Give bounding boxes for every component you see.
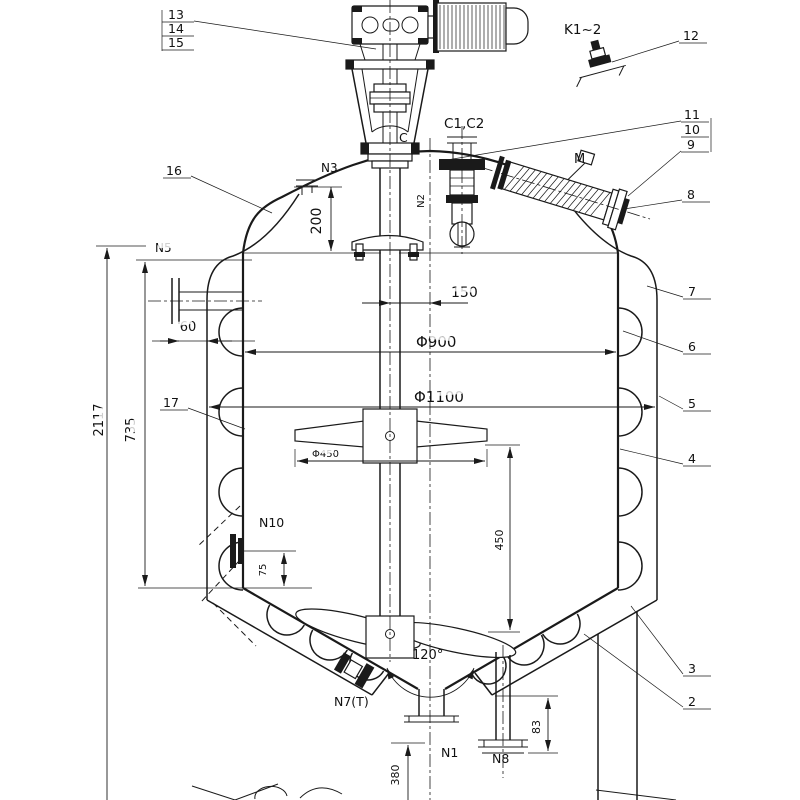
dim-200: 200 (309, 208, 325, 235)
dim-phi450: Φ450 (312, 449, 339, 460)
callout-4: 4 (688, 451, 696, 466)
label-nozzle-n2: N2 (416, 194, 427, 208)
label-nozzle-c1c2: C1,C2 (444, 116, 484, 132)
callout-14: 14 (168, 21, 184, 36)
callout-17: 17 (163, 395, 179, 410)
nozzle-n3 (296, 179, 318, 195)
callout-16: 16 (166, 163, 182, 178)
dim-75: 75 (258, 564, 269, 577)
callout-9: 9 (687, 137, 695, 152)
jacket-shell (206, 193, 658, 696)
dimensions (96, 186, 655, 800)
dim-150: 150 (451, 285, 478, 301)
label-nozzle-n8: N8 (492, 751, 509, 766)
callout-13: 13 (168, 7, 184, 22)
half-coil-right (617, 307, 643, 591)
valve-k1-2 (576, 39, 626, 88)
bottom-impeller (295, 608, 517, 659)
support-leg (595, 612, 677, 800)
top-impeller (294, 408, 488, 464)
motor (427, 0, 529, 53)
dim-83: 83 (530, 720, 543, 734)
partial-detail-sketch (191, 783, 343, 800)
centerlines (148, 0, 651, 800)
label-valve-k1-2: K1~2 (564, 22, 601, 38)
dim-120deg: 120° (412, 648, 443, 663)
gearbox (345, 5, 435, 70)
vessel-shell (241, 149, 620, 690)
callout-7: 7 (688, 284, 696, 299)
label-nozzle-c: C (399, 130, 408, 145)
callout-11: 11 (684, 107, 700, 122)
callout-15: 15 (168, 35, 184, 50)
half-coil-left (218, 307, 244, 591)
nozzle-n7 (333, 652, 375, 689)
hidden-leg-lines (196, 505, 257, 647)
label-nozzle-n3: N3 (321, 161, 338, 175)
callout-2: 2 (688, 694, 696, 709)
callout-5: 5 (688, 396, 696, 411)
dim-450-spacing: 450 (493, 530, 506, 551)
callout-3: 3 (688, 661, 696, 676)
steady-bearing-bracket (351, 234, 424, 261)
label-nozzle-n10: N10 (259, 515, 284, 530)
callout-10: 10 (684, 122, 700, 137)
callout-6: 6 (688, 339, 696, 354)
label-nozzle-n1: N1 (441, 745, 458, 760)
dim-380: 380 (389, 765, 402, 786)
label-manhole-m: M (574, 152, 585, 167)
nozzle-n1 (404, 689, 459, 723)
worn-overlays (99, 243, 474, 453)
manhole (490, 149, 630, 231)
callout-leaders (160, 10, 712, 710)
callout-8: 8 (687, 187, 695, 202)
label-nozzle-n7: N7(T) (334, 694, 369, 709)
callout-12: 12 (683, 28, 699, 43)
